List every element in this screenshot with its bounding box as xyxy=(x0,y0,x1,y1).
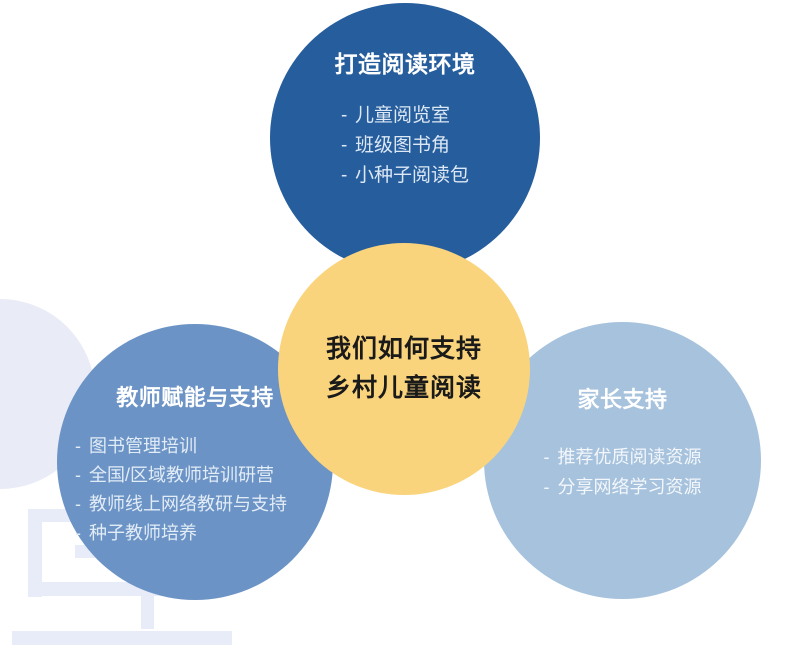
bubble-teacher-support[interactable]: 教师赋能与支持 - 图书管理培训 - 全国/区域教师培训研营 - 教师线上网络教… xyxy=(57,324,333,600)
bullet-dash-icon: - xyxy=(75,494,81,514)
list-item: - 全国/区域教师培训研营 xyxy=(75,461,287,490)
bullet-dash-icon: - xyxy=(75,436,81,456)
bubble-reading-environment[interactable]: 打造阅读环境 - 儿童阅览室 - 班级图书角 - 小种子阅读包 xyxy=(270,3,540,273)
list-item-label: 小种子阅读包 xyxy=(354,165,469,186)
bubble-parent-support[interactable]: 家长支持 - 推荐优质阅读资源 - 分享网络学习资源 xyxy=(484,322,761,599)
center-title-line2: 乡村儿童阅读 xyxy=(325,374,482,402)
list-item-label: 儿童阅览室 xyxy=(354,105,450,126)
center-title: 我们如何支持 乡村儿童阅读 xyxy=(326,330,482,408)
bubble-environment-title: 打造阅读环境 xyxy=(334,51,476,77)
bullet-dash-icon: - xyxy=(340,165,348,186)
bubble-parent-title: 家长支持 xyxy=(577,387,668,412)
bubble-teacher-list: - 图书管理培训 - 全国/区域教师培训研营 - 教师线上网络教研与支持 - 种… xyxy=(75,432,287,548)
list-item-label: 班级图书角 xyxy=(354,135,450,156)
list-item-label: 全国/区域教师培训研营 xyxy=(89,465,274,485)
list-item-label: 分享网络学习资源 xyxy=(557,477,702,497)
list-item: - 小种子阅读包 xyxy=(341,161,469,191)
list-item-label: 种子教师培养 xyxy=(89,523,197,543)
list-item-label: 教师线上网络教研与支持 xyxy=(89,494,287,514)
bubble-center-question[interactable]: 我们如何支持 乡村儿童阅读 xyxy=(278,243,530,495)
bubble-teacher-title: 教师赋能与支持 xyxy=(116,385,274,410)
center-title-line1: 我们如何支持 xyxy=(325,335,482,363)
list-item: - 教师线上网络教研与支持 xyxy=(75,490,287,519)
bubble-parent-list: - 推荐优质阅读资源 - 分享网络学习资源 xyxy=(544,442,702,502)
list-item: - 种子教师培养 xyxy=(75,519,287,548)
bullet-dash-icon: - xyxy=(75,523,81,543)
bubble-environment-list: - 儿童阅览室 - 班级图书角 - 小种子阅读包 xyxy=(341,101,469,191)
bullet-dash-icon: - xyxy=(340,105,348,126)
list-item: - 分享网络学习资源 xyxy=(544,472,702,502)
list-item-label: 推荐优质阅读资源 xyxy=(557,447,702,467)
bullet-dash-icon: - xyxy=(543,447,550,467)
bullet-dash-icon: - xyxy=(543,477,550,497)
list-item: - 儿童阅览室 xyxy=(341,101,469,131)
list-item: - 推荐优质阅读资源 xyxy=(544,442,702,472)
bullet-dash-icon: - xyxy=(75,465,81,485)
bullet-dash-icon: - xyxy=(340,135,348,156)
list-item-label: 图书管理培训 xyxy=(89,436,197,456)
list-item: - 班级图书角 xyxy=(341,131,469,161)
list-item: - 图书管理培训 xyxy=(75,432,287,461)
